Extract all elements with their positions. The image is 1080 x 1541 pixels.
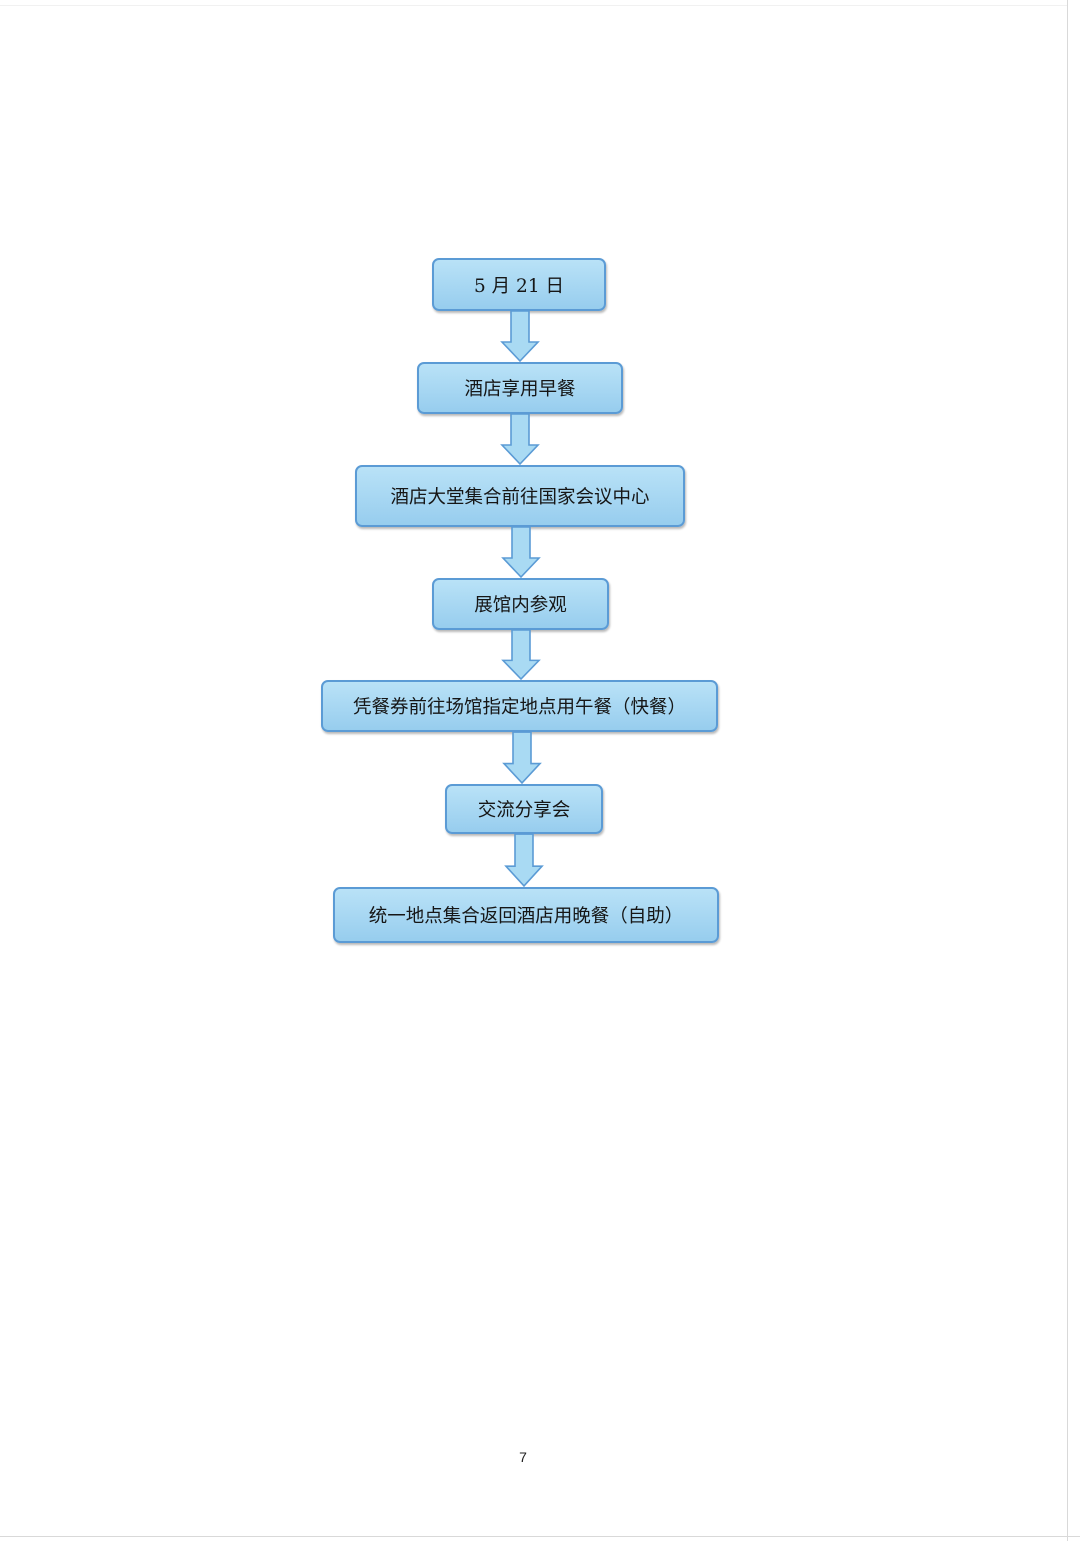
flow-step-label: 5 月 21 日 (474, 275, 564, 297)
flow-arrow-down-icon (501, 526, 541, 579)
page-bottom-edge (0, 1536, 1080, 1537)
flow-step-lunch: 凭餐券前往场馆指定地点用午餐（快餐） (321, 680, 718, 732)
flow-step-return-dinner: 统一地点集合返回酒店用晚餐（自助） (333, 887, 719, 943)
flow-step-exhibition-visit: 展馆内参观 (432, 578, 609, 630)
flow-arrow-down-icon (500, 310, 540, 363)
flow-arrow-down-icon (504, 833, 544, 888)
flow-step-label: 酒店大堂集合前往国家会议中心 (390, 487, 650, 508)
page-top-edge (0, 5, 1068, 6)
page-number: 7 (519, 1449, 527, 1465)
flow-step-date: 5 月 21 日 (432, 258, 606, 311)
flow-arrow-down-icon (500, 413, 540, 466)
flow-step-gather-lobby: 酒店大堂集合前往国家会议中心 (355, 465, 685, 527)
flow-step-label: 展馆内参观 (474, 595, 567, 616)
flow-step-sharing-session: 交流分享会 (445, 784, 603, 834)
flow-arrow-down-icon (502, 731, 542, 785)
flow-step-breakfast: 酒店享用早餐 (417, 362, 623, 414)
flow-arrow-down-icon (501, 629, 541, 681)
page-right-edge (1067, 0, 1068, 1541)
flow-step-label: 统一地点集合返回酒店用晚餐（自助） (368, 906, 684, 927)
flow-step-label: 酒店享用早餐 (464, 379, 576, 400)
flow-step-label: 凭餐券前往场馆指定地点用午餐（快餐） (352, 697, 686, 718)
flow-step-label: 交流分享会 (477, 800, 571, 821)
